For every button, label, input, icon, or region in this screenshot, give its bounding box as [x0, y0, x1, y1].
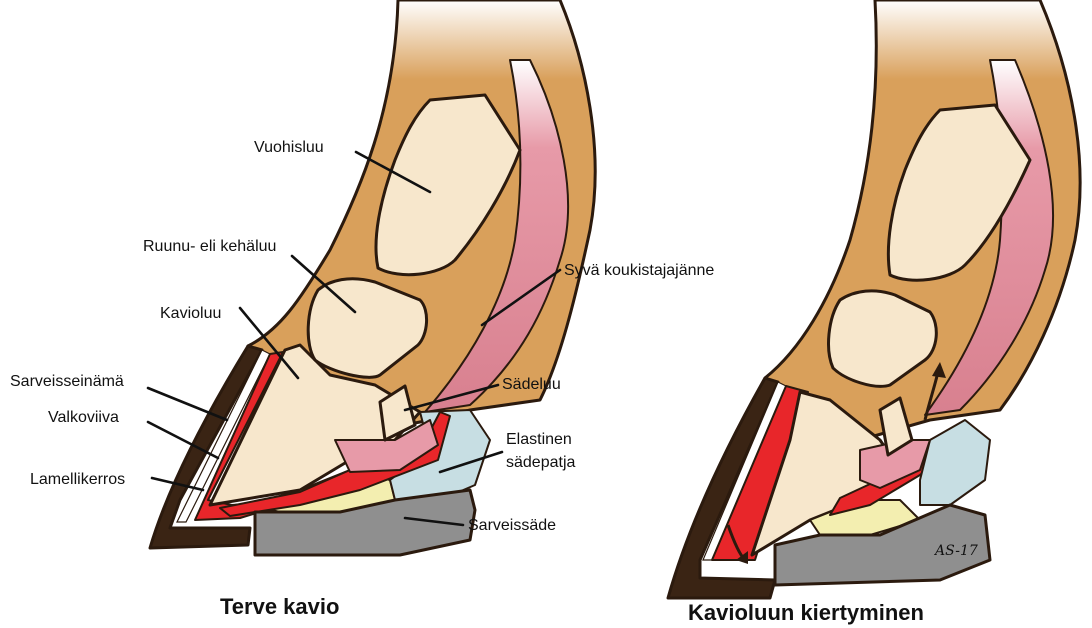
rotated-hoof-drawing: AS-17 [668, 0, 1080, 598]
label-vuohisluu: Vuohisluu [254, 139, 324, 156]
digital-cushion-rotated [920, 420, 990, 505]
caption-rotation: Kavioluun kiertyminen [688, 600, 924, 625]
label-elastinen-line2: sädepatja [506, 454, 575, 471]
label-lamellikerros: Lamellikerros [30, 471, 125, 488]
label-valkoviiva: Valkoviiva [48, 409, 119, 426]
label-elastinen-line1: Elastinen [506, 431, 572, 448]
label-sarveissade: Sarveissäde [468, 517, 556, 534]
label-sarveisseinama: Sarveisseinämä [10, 373, 124, 390]
healthy-hoof-drawing [150, 0, 595, 555]
label-ruunu: Ruunu- eli kehäluu [143, 238, 276, 255]
label-sadeluu: Sädeluu [502, 376, 561, 393]
caption-healthy-hoof: Terve kavio [220, 594, 339, 619]
label-syva-koukistajajanne: Syvä koukistajajänne [564, 262, 714, 279]
artist-signature: AS-17 [933, 543, 978, 559]
label-kavioluu: Kavioluu [160, 305, 221, 322]
